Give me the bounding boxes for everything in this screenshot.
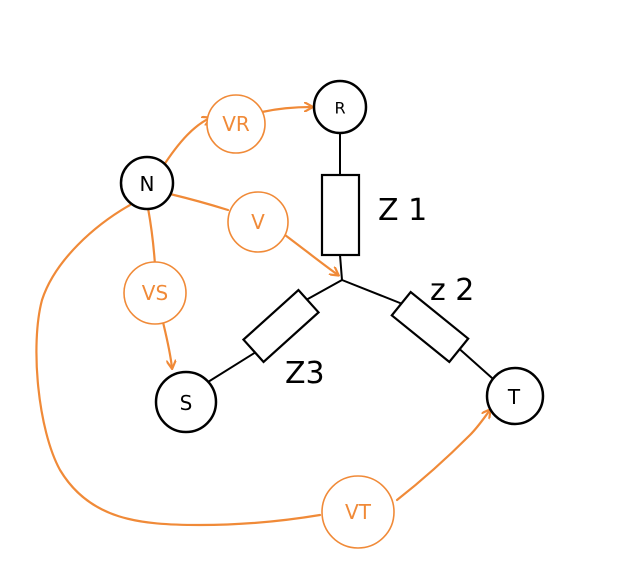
voltage-vs-arrow-start [146, 206, 157, 267]
voltage-vr-arrow-head-segment [260, 107, 312, 114]
impedance-z3-resistor [241, 288, 321, 364]
wire-z2-to-t [454, 344, 493, 379]
node-t-label: T [507, 385, 521, 409]
node-r-label: R [334, 99, 345, 118]
impedance-z3-label: Z3 [285, 356, 325, 391]
voltage-vt-label: VT [345, 500, 372, 524]
voltage-vt-arrow [395, 410, 490, 502]
wire-star-to-z3 [305, 279, 343, 301]
voltage-v-label: V [251, 210, 265, 234]
impedance-z1-label: Z 1 [378, 193, 427, 228]
wire-star-to-z2 [341, 279, 406, 306]
wire-z1-to-star [339, 254, 343, 281]
node-s-label: S [180, 391, 193, 415]
impedance-z2-label: z 2 [430, 273, 474, 308]
impedance-z2-resistor [390, 290, 470, 364]
node-t-circle [485, 366, 545, 426]
node-s-circle [154, 370, 218, 434]
voltage-v-circle [227, 191, 289, 253]
voltage-vt-circle [321, 475, 395, 549]
voltage-v-arrow-start [168, 192, 230, 212]
voltage-vs-label: VS [142, 281, 168, 305]
node-n-circle [119, 155, 175, 211]
impedance-z1-resistor [320, 173, 361, 257]
voltage-vr-arrow [160, 118, 210, 170]
voltage-vs-circle [123, 261, 187, 325]
node-r-circle [312, 79, 368, 135]
voltage-vs-arrow [160, 316, 172, 368]
node-n-label: N [140, 172, 155, 196]
voltage-v-arrow [283, 233, 338, 275]
voltage-vr-circle [206, 94, 266, 154]
wire-z3-to-s [207, 351, 257, 383]
voltage-vr-label: VR [222, 112, 250, 136]
voltage-vt-arrow-start [35, 203, 322, 527]
